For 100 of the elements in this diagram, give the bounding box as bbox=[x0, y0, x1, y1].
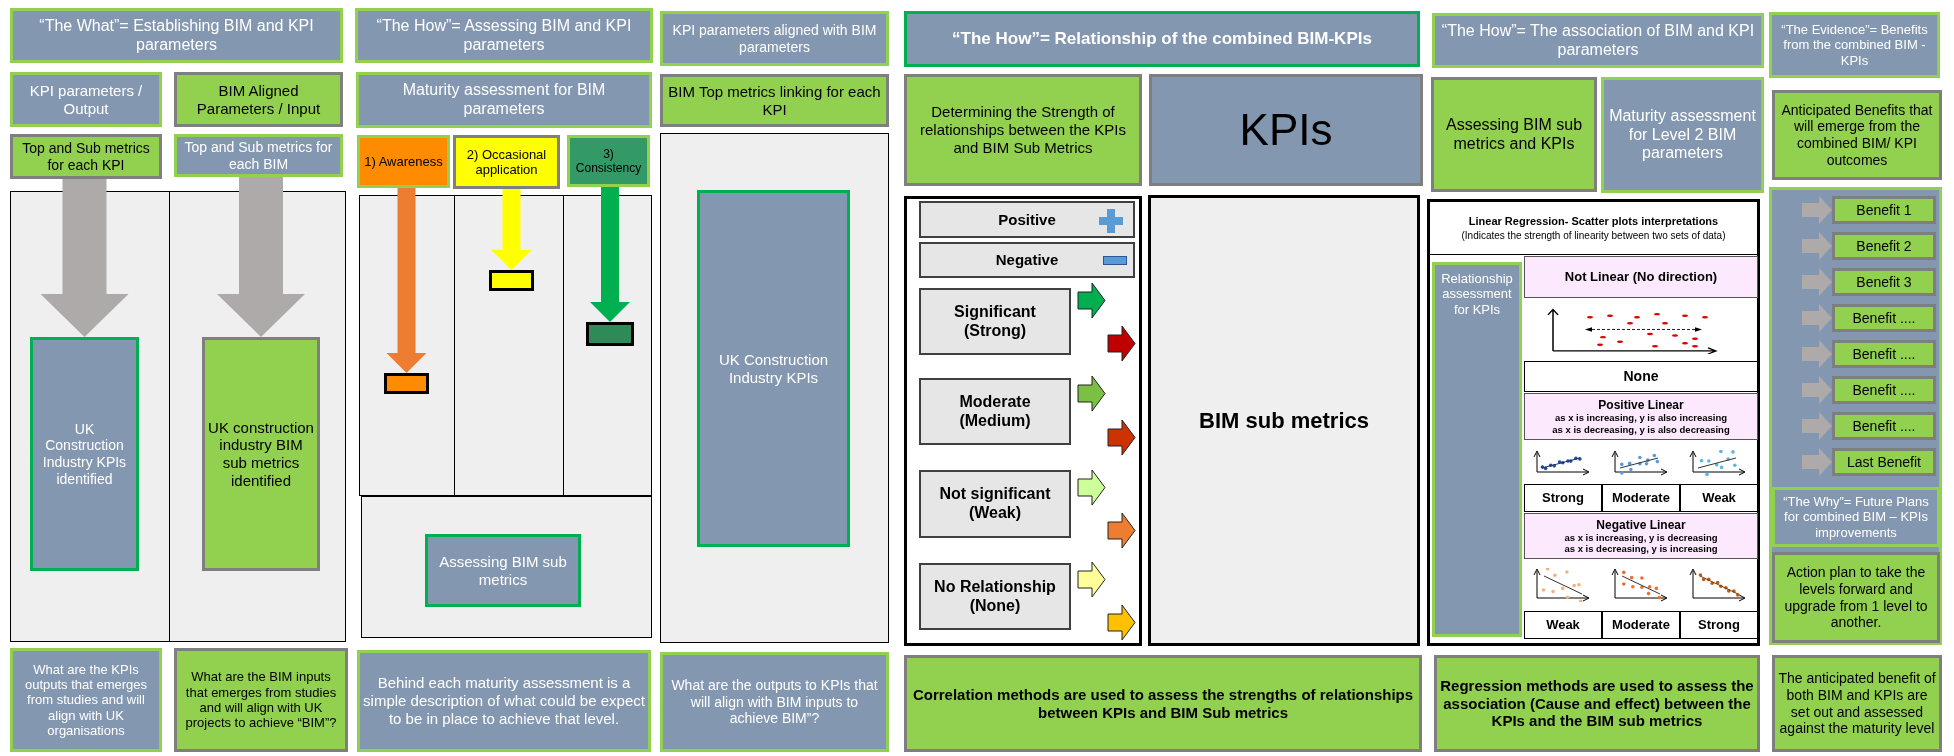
label-text: (Indicates the strength of linearity between two sets of data) bbox=[1461, 229, 1726, 242]
label-text: “The What”= Establishing BIM and KPI parameters bbox=[38, 16, 315, 55]
block-arrow bbox=[1802, 448, 1832, 476]
block-arrow bbox=[1802, 412, 1832, 440]
label-text: What are the KPIs outputs that emerges from studies and will align with UK organisations bbox=[23, 661, 149, 739]
info-panel bbox=[1832, 448, 1936, 476]
info-panel bbox=[1772, 487, 1940, 547]
label-text: Relationship assessment for KPIs bbox=[1440, 271, 1514, 317]
label-text: Anticipated Benefits that will emerge from the combined BIM/ KPI outcomes bbox=[1780, 101, 1934, 169]
info-panel bbox=[1772, 552, 1940, 643]
label-text: “The How”= Relationship of the combined BIM-KPIs bbox=[952, 28, 1372, 49]
info-panel bbox=[1832, 340, 1936, 368]
info-panel bbox=[1832, 232, 1936, 260]
info-panel bbox=[1832, 196, 1936, 224]
level-tab bbox=[567, 135, 650, 187]
label-text: What are the BIM inputs that emerges from studies and will align with UK projects to achieve “BIM”? bbox=[184, 669, 338, 731]
label-text: Benefit 2 bbox=[1856, 237, 1912, 255]
label-text: No Relationship (None) bbox=[933, 577, 1057, 616]
heading-text: Linear Regression- Scatter plots interpretations bbox=[1468, 214, 1719, 228]
info-panel bbox=[660, 74, 889, 127]
label-text: UK construction industry BIM sub metrics identified bbox=[208, 418, 314, 490]
label-text: Strong bbox=[1698, 617, 1740, 633]
label-text: KPIs bbox=[1239, 104, 1333, 156]
block-arrow bbox=[1802, 196, 1832, 224]
label-text: 2) Occasional application bbox=[465, 146, 548, 178]
label-text: “The How”= The association of BIM and KPI parameters bbox=[1440, 21, 1756, 60]
strength-panel bbox=[919, 378, 1071, 445]
info-panel bbox=[1434, 655, 1760, 752]
heading-text: Positive Linear bbox=[1598, 398, 1684, 413]
info-panel bbox=[660, 652, 889, 752]
info-panel bbox=[1832, 304, 1936, 332]
trend-header bbox=[1524, 256, 1758, 298]
label-text: Maturity assessment for BIM parameters bbox=[401, 81, 607, 119]
info-panel bbox=[10, 72, 162, 127]
info-panel bbox=[660, 11, 889, 66]
label-text: Benefit 3 bbox=[1856, 273, 1912, 291]
block-arrow bbox=[1802, 340, 1832, 368]
label-text: UK Construction Industry KPIs bbox=[717, 350, 830, 387]
strength-tab bbox=[1524, 361, 1758, 392]
trend-header bbox=[1524, 513, 1758, 559]
title-banner bbox=[904, 11, 1420, 67]
strength-tab bbox=[1602, 611, 1680, 639]
label-text: 3) Consistency bbox=[574, 146, 643, 176]
block-arrow bbox=[386, 188, 427, 373]
label-text: Moderate bbox=[1612, 617, 1670, 633]
info-panel bbox=[174, 134, 343, 177]
block-arrow bbox=[1802, 268, 1832, 296]
heading-panel bbox=[1149, 74, 1423, 186]
info-panel bbox=[174, 648, 348, 752]
metrics-panel bbox=[1148, 195, 1420, 646]
label-text: Assessing BIM sub metrics bbox=[438, 552, 568, 589]
label-text: None bbox=[1623, 368, 1659, 385]
label-text: Not Linear (No direction) bbox=[1564, 269, 1718, 285]
label-text: as x is increasing, y is also increasing bbox=[1554, 412, 1728, 424]
info-panel bbox=[697, 190, 850, 547]
info-panel bbox=[10, 8, 343, 63]
label-text: Benefit .... bbox=[1852, 381, 1916, 399]
label-text: Last Benefit bbox=[1847, 453, 1921, 471]
block-arrow bbox=[1802, 232, 1832, 260]
info-panel bbox=[1772, 90, 1942, 180]
label-text: Correlation methods are used to assess the strengths of relationships between KPIs and BIM Sub metrics bbox=[911, 685, 1415, 722]
label-text: Assessing BIM sub metrics and KPIs bbox=[1444, 115, 1584, 154]
label-text: Weak bbox=[1702, 490, 1736, 506]
label-text: KPI parameters / Output bbox=[28, 81, 144, 118]
info-panel bbox=[1601, 77, 1764, 193]
strength-panel bbox=[919, 288, 1071, 355]
label-text: What are the outputs to KPIs that will align with BIM inputs to achieve BIM”? bbox=[670, 677, 879, 727]
info-panel bbox=[10, 134, 162, 179]
info-panel bbox=[30, 337, 139, 571]
info-panel bbox=[202, 337, 320, 571]
sign-panel bbox=[919, 242, 1135, 278]
label-text: as x is increasing, y is decreasing bbox=[1564, 531, 1718, 544]
info-panel bbox=[1769, 12, 1940, 78]
level-marker bbox=[384, 373, 429, 394]
info-panel bbox=[1772, 655, 1942, 752]
label-text: Behind each maturity assessment is a simple description of what could be expect to be in place to achieve that level. bbox=[363, 674, 645, 728]
info-panel bbox=[1432, 13, 1764, 68]
strength-panel bbox=[919, 470, 1071, 538]
strength-tab bbox=[1680, 484, 1758, 512]
info-panel bbox=[1832, 268, 1936, 296]
info-panel bbox=[174, 72, 343, 127]
info-panel bbox=[356, 72, 652, 128]
level-marker bbox=[489, 270, 534, 291]
info-panel bbox=[1832, 376, 1936, 404]
label-text: “The Why”= Future Plans for combined BIM – KPIs improvements bbox=[1782, 494, 1930, 540]
heading-text: Negative Linear bbox=[1596, 517, 1686, 532]
strength-tab bbox=[1602, 484, 1680, 512]
block-arrow bbox=[1802, 304, 1832, 332]
info-panel bbox=[904, 655, 1422, 752]
label-text: Moderate bbox=[1612, 490, 1670, 506]
label-text: Regression methods are used to assess the association (Cause and effect) between the KPIs and the BIM sub metrics bbox=[1440, 676, 1754, 731]
label-text: BIM Top metrics linking for each KPI bbox=[667, 82, 882, 119]
label-text: Not significant (Weak) bbox=[938, 485, 1052, 523]
label-text: BIM Aligned Parameters / Input bbox=[195, 81, 322, 118]
level-marker bbox=[586, 322, 634, 346]
block-arrow bbox=[491, 189, 532, 270]
trend-header bbox=[1524, 393, 1758, 440]
strength-tab bbox=[1680, 611, 1758, 639]
strength-tab bbox=[1524, 611, 1602, 639]
label-text: Strong bbox=[1542, 490, 1584, 506]
